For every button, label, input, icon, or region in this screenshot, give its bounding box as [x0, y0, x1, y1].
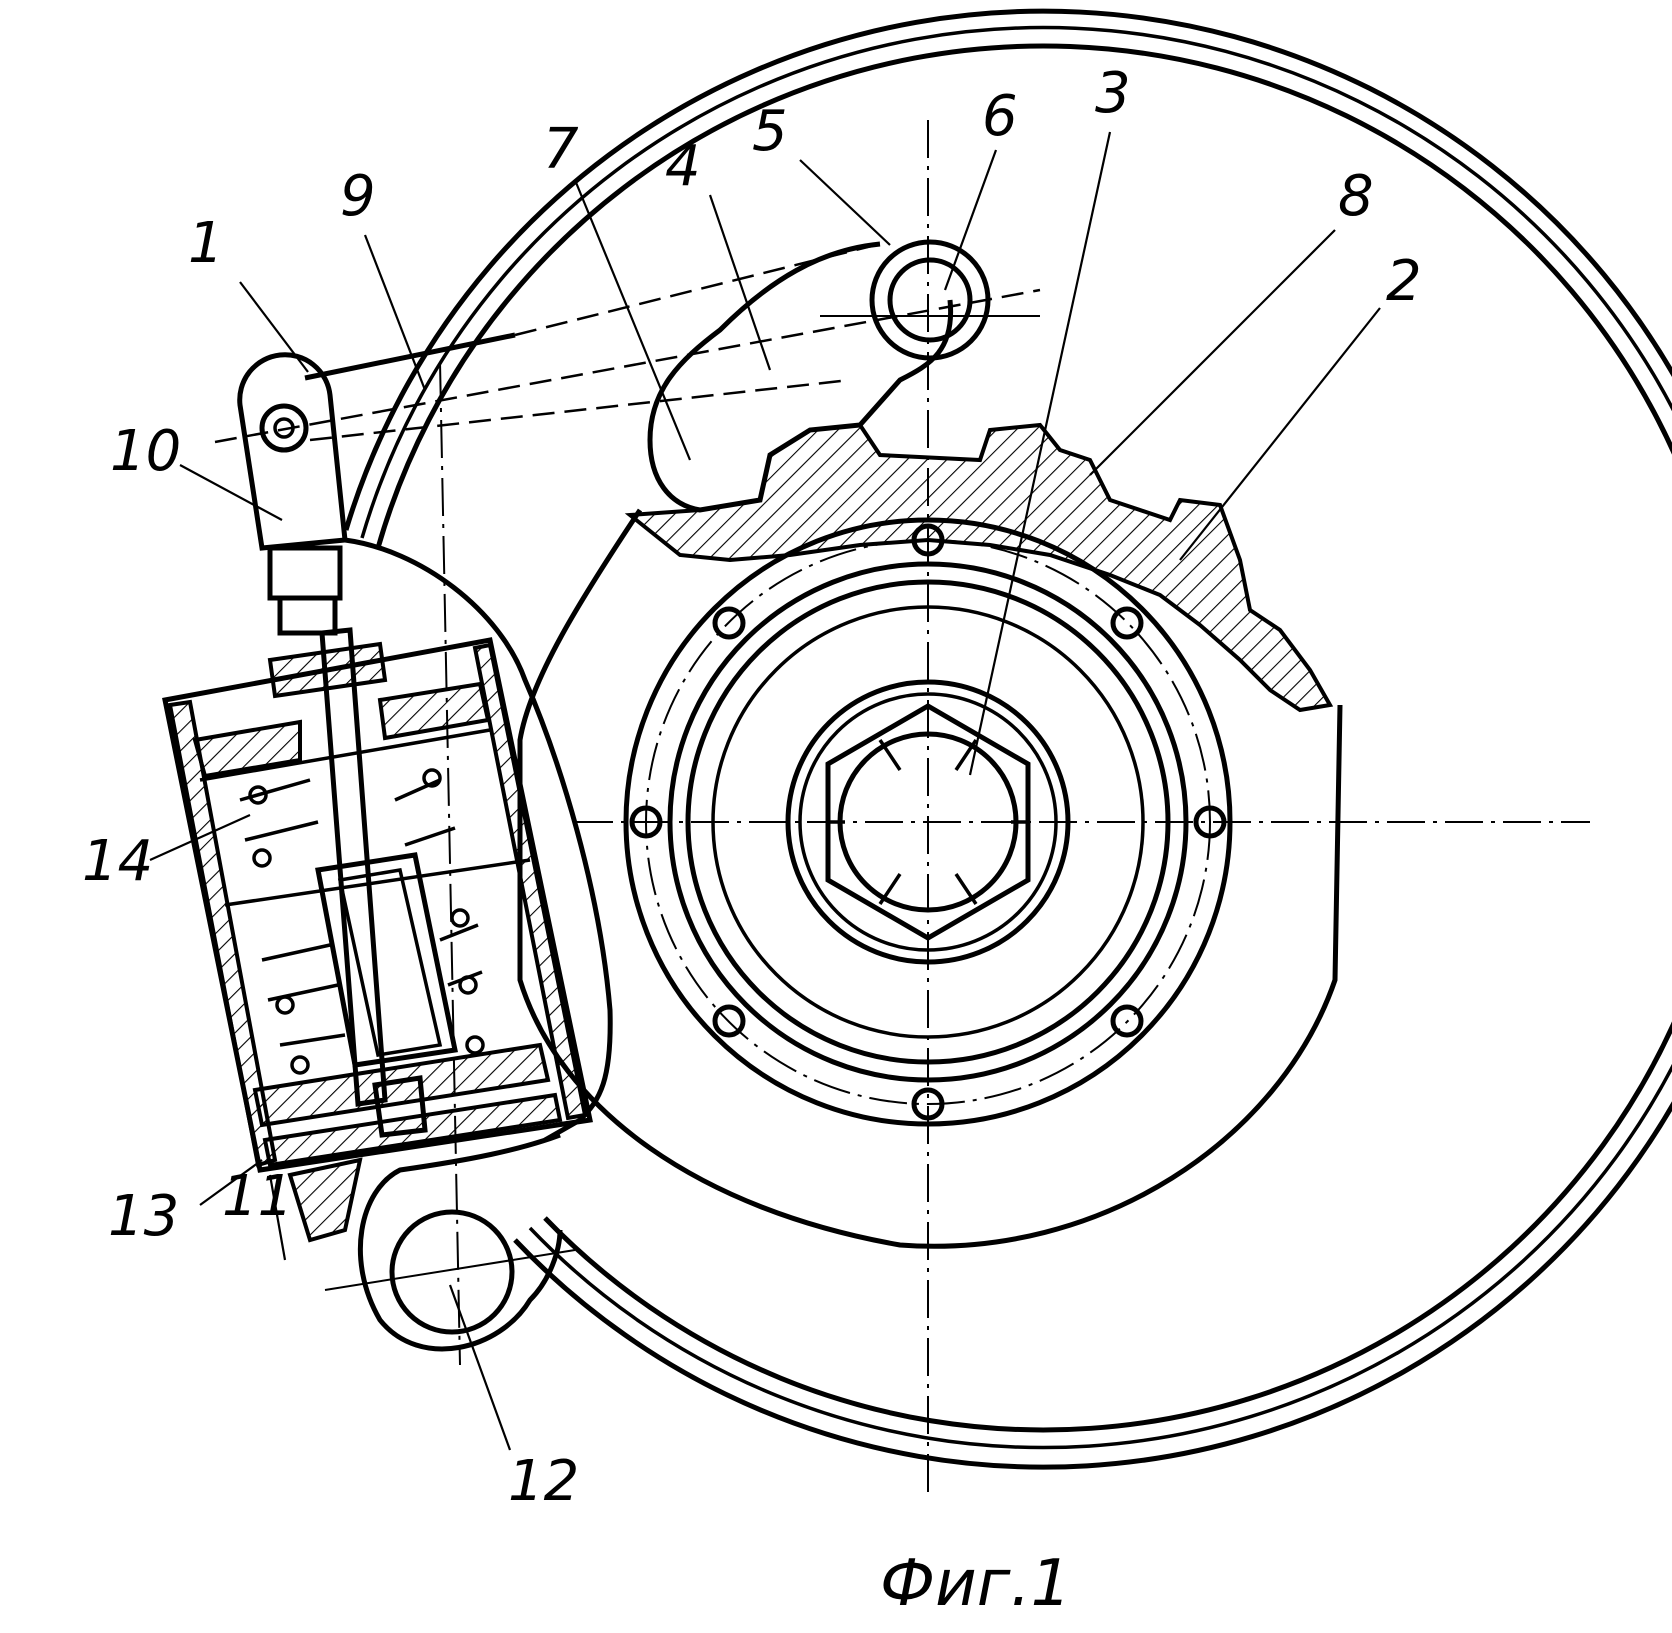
upper-pivot: [820, 239, 1040, 361]
bolt-hole: [911, 523, 945, 557]
central-nut: [785, 679, 1071, 965]
upper-cap: [192, 719, 302, 779]
hex-nut: [825, 703, 1031, 941]
label-10: 10: [110, 419, 181, 484]
clevis-pin: [259, 403, 309, 453]
clevis-pin-center: [273, 417, 295, 439]
nut-washer-outer: [785, 679, 1071, 965]
inner-rim: [375, 43, 1672, 1433]
center-bolt: [372, 1075, 428, 1138]
bolt-hole: [629, 805, 663, 839]
actuator-axis-line: [439, 361, 461, 1366]
bolt-hole: [1193, 805, 1227, 839]
flange: [623, 517, 1233, 1127]
label-1: 1: [188, 211, 224, 276]
flange-middle-ring: [667, 561, 1189, 1083]
label-14: 14: [82, 829, 153, 894]
bolt-hole: [1110, 606, 1144, 640]
bolt-hole: [1110, 1004, 1144, 1038]
label-8: 8: [1338, 164, 1374, 229]
upper-cap-right: [377, 681, 491, 741]
flange-inner-ring: [685, 579, 1171, 1065]
clevis-body: [237, 352, 348, 551]
actuator-housing: [162, 537, 613, 1173]
nut-washer-inner: [798, 692, 1058, 952]
label-4: 4: [665, 134, 701, 199]
outer-rim-inner-line: [360, 25, 1672, 1450]
lever-arm-top-edge: [304, 332, 516, 381]
lever-arm-dashed-centerline: [214, 288, 1041, 444]
hub-body-outline: [517, 508, 1343, 1249]
flange-bore-ring: [711, 605, 1145, 1039]
label-9: 9: [340, 164, 376, 229]
inner-sleeve-bore: [337, 868, 443, 1057]
label-12: 12: [508, 1449, 579, 1514]
part-labels: 1 2 3 4 5 6 7 8 9 10 11 12 13 14: [82, 61, 1422, 1514]
lower-lug: [357, 1132, 563, 1352]
figure-caption: Фиг.1: [880, 1547, 1071, 1621]
bolt-hole: [712, 606, 746, 640]
label-6: 6: [982, 84, 1018, 149]
flange-outer-ring: [623, 517, 1233, 1127]
label-3: 3: [1095, 61, 1131, 126]
cylinder-right-wall: [472, 642, 588, 1121]
outer-rim: [343, 8, 1672, 1470]
label-2: 2: [1386, 249, 1422, 314]
lower-pivot-eye: [389, 1209, 515, 1335]
outer-disc: [343, 8, 1672, 1470]
label-11: 11: [222, 1164, 293, 1229]
center-lines: [439, 120, 1590, 1500]
piston: [252, 1042, 563, 1243]
housing-outer-profile: [344, 537, 613, 1143]
lever-arm: [214, 242, 1041, 444]
clevis-neck: [267, 545, 343, 601]
bolt-hole: [712, 1004, 746, 1038]
leader-lines: [149, 131, 1381, 1451]
pawl-lever: [647, 241, 954, 513]
lower-boss: [287, 1157, 363, 1243]
lower-pivot: [324, 1132, 576, 1352]
bolt-holes: [629, 523, 1227, 1121]
rod-collar: [277, 595, 338, 636]
label-7: 7: [543, 117, 579, 182]
pivot-pin: [887, 257, 973, 343]
nut-slots: [830, 739, 1026, 905]
label-5: 5: [752, 99, 788, 164]
bolt-hole: [911, 1087, 945, 1121]
left-spring: [239, 778, 346, 1075]
clevis: [237, 352, 348, 636]
label-13: 13: [108, 1184, 179, 1249]
right-spring: [394, 768, 485, 1055]
lever-arm-dashed-lower: [309, 378, 851, 442]
piston-plate: [252, 1042, 551, 1128]
bolt-circle: [645, 539, 1211, 1105]
pawl-outline: [647, 241, 954, 513]
springs: [239, 768, 485, 1075]
hub-body: [517, 508, 1343, 1249]
inner-sleeve: [315, 852, 458, 1068]
